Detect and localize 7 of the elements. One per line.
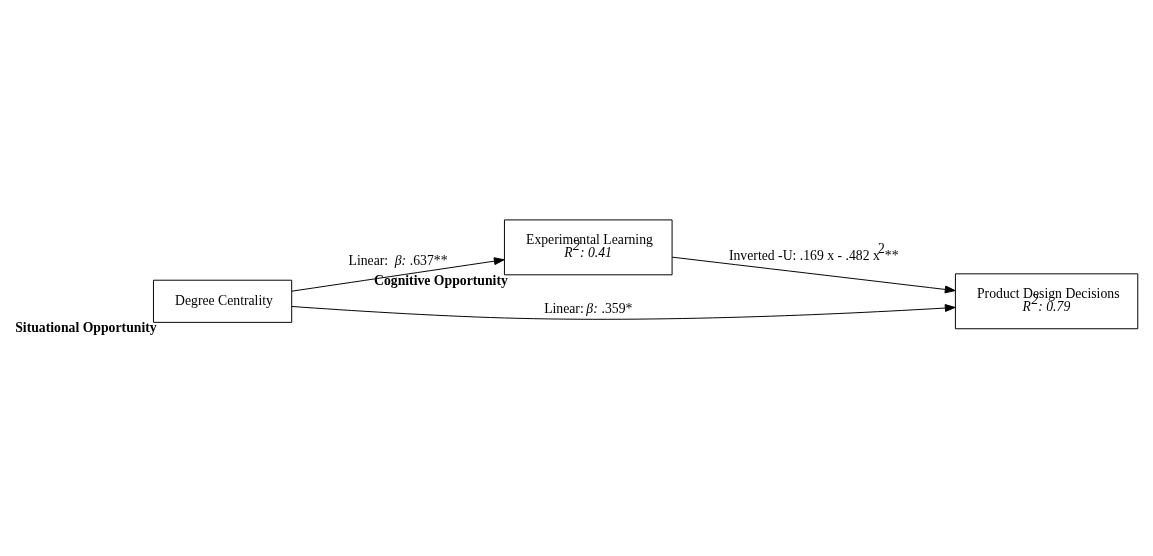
- arrow: [291, 303, 956, 320]
- node-box: Degree Centrality: [152, 279, 293, 323]
- edge-label: Linear: β: .637**: [348, 252, 448, 268]
- arrow: [671, 256, 956, 293]
- edge-label: Linear: β: .359*: [544, 300, 633, 316]
- arrow: [291, 256, 505, 292]
- node-label: Cognitive Opportunity: [374, 272, 508, 288]
